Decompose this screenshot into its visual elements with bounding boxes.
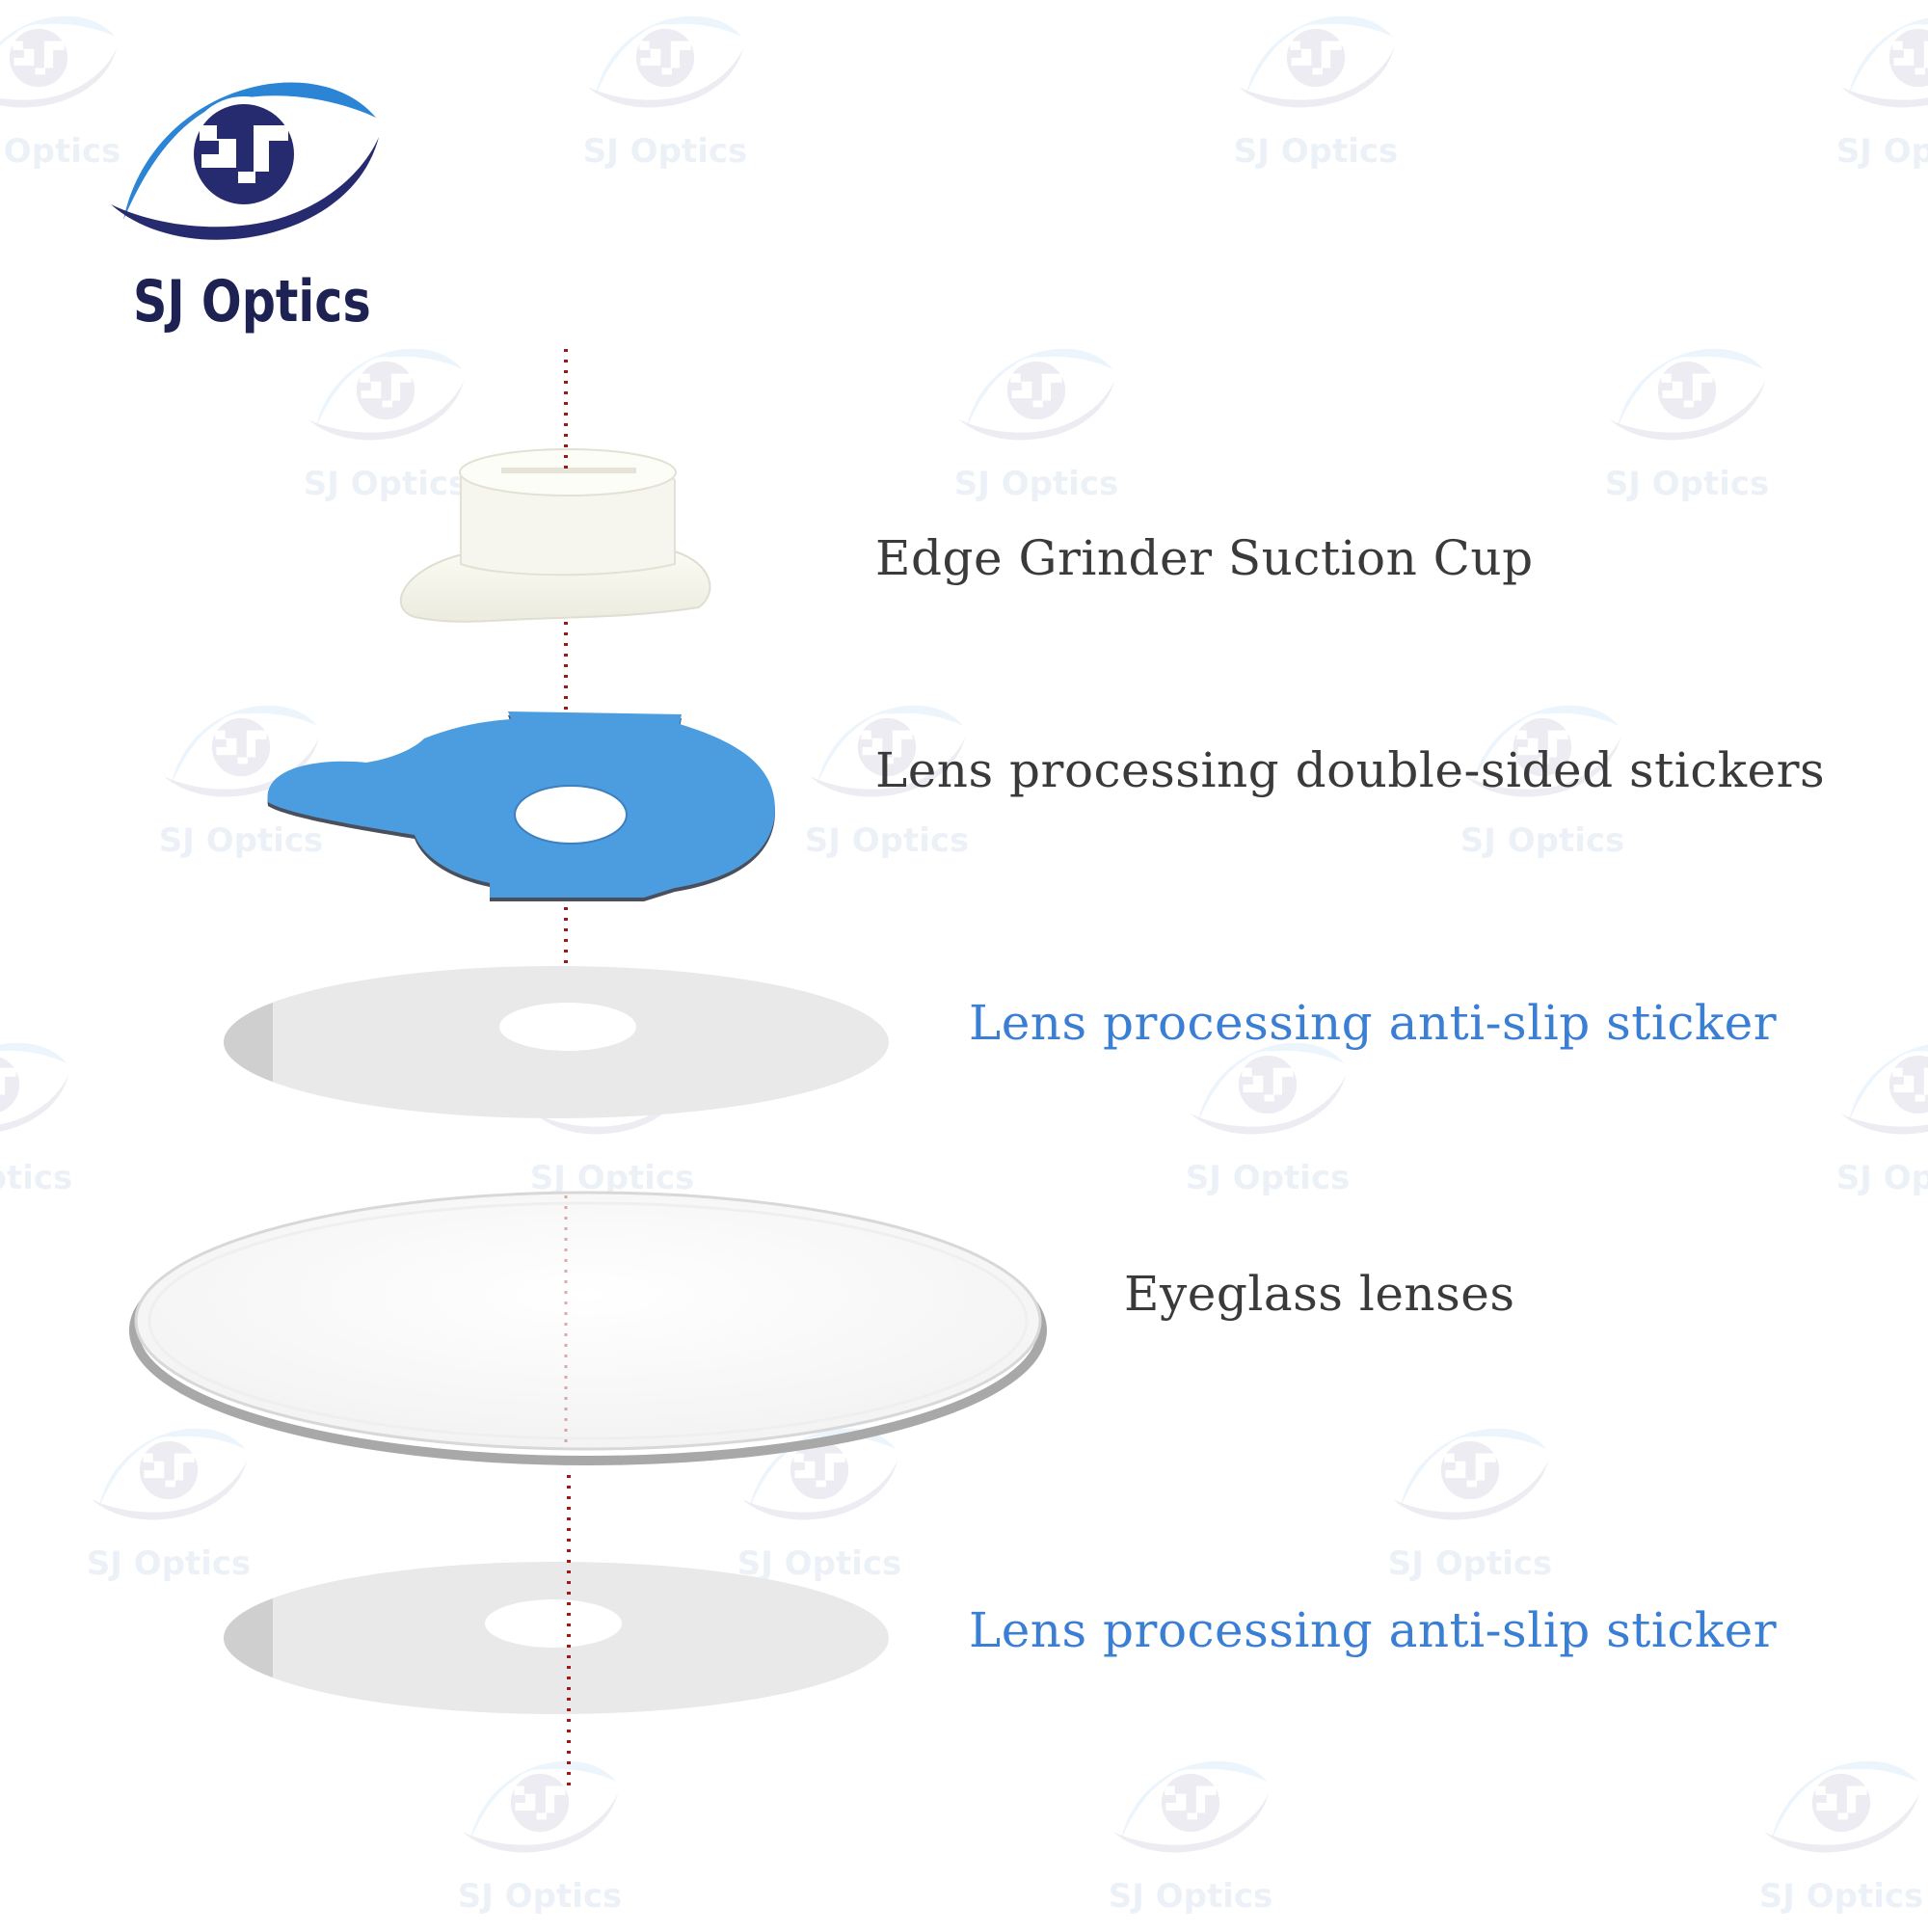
component-label-eyeglass-lenses: Eyeglass lenses <box>1124 1266 1515 1322</box>
watermark-logo <box>1836 16 1928 171</box>
watermark-logo <box>0 16 120 171</box>
watermark-logo <box>0 1043 72 1197</box>
watermark-logo <box>1388 1429 1553 1583</box>
eye-sj-logo-icon <box>111 82 379 240</box>
double-sided-sticker-icon <box>267 711 775 901</box>
watermark-logo <box>1109 1761 1273 1916</box>
component-label-anti-slip-sticker-top: Lens processing anti-slip sticker <box>969 995 1778 1051</box>
watermark-logo <box>87 1429 252 1583</box>
brand-logo <box>111 82 379 240</box>
component-label-anti-slip-sticker-bottom: Lens processing anti-slip sticker <box>969 1602 1778 1658</box>
anti-slip-sticker-icon <box>224 966 889 1118</box>
watermark-logo <box>458 1761 623 1916</box>
anti-slip-sticker-icon <box>224 1562 889 1714</box>
watermark-logo <box>1605 349 1770 503</box>
watermark-logo <box>954 349 1119 503</box>
brand-name: SJ Optics <box>133 268 371 335</box>
suction-cup-icon <box>399 448 711 623</box>
watermark-logo <box>1836 1043 1928 1197</box>
watermark-logo <box>304 349 469 503</box>
watermark-logo <box>1234 16 1399 171</box>
component-label-double-sided-stickers: Lens processing double-sided stickers <box>875 742 1826 798</box>
component-label-suction-cup: Edge Grinder Suction Cup <box>875 530 1534 586</box>
lens-icon <box>129 1191 1047 1465</box>
watermark-logo <box>583 16 748 171</box>
watermark-logo <box>1759 1761 1924 1916</box>
watermark-logo <box>1186 1043 1351 1197</box>
